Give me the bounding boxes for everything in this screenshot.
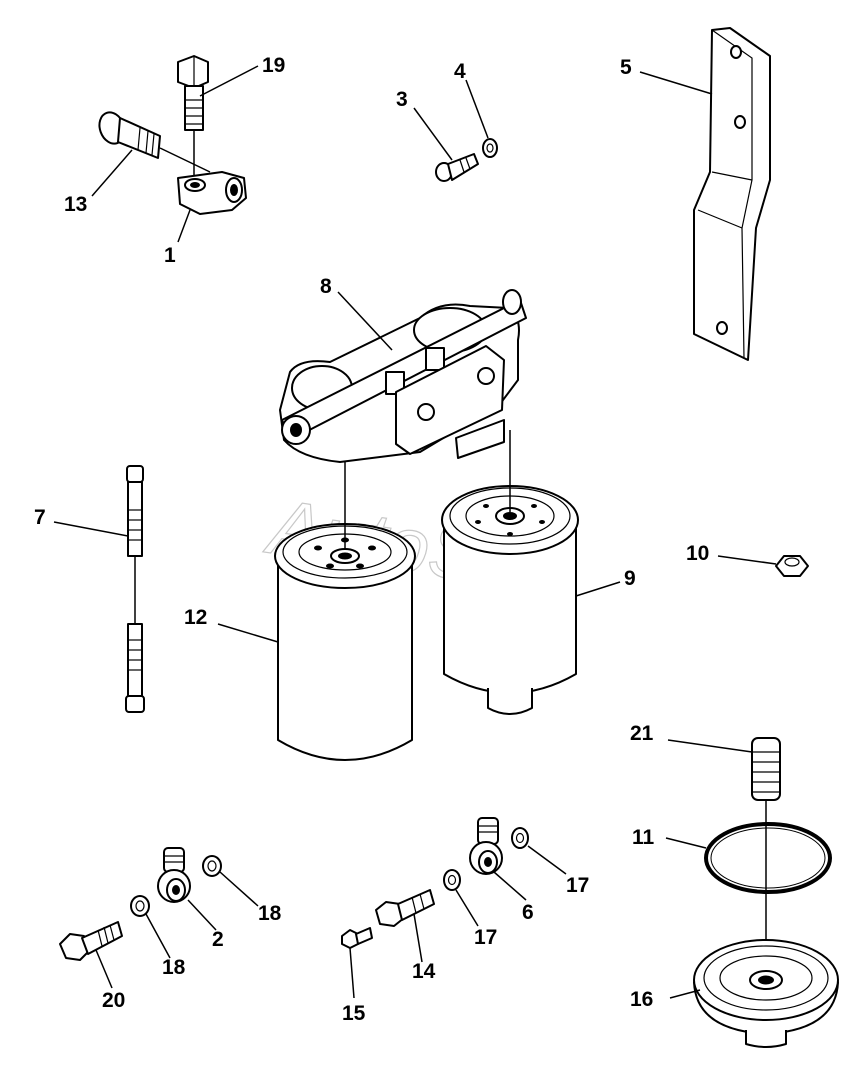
callout-7: 7 [34,506,46,529]
callout-17a: 17 [474,926,497,949]
callout-12: 12 [184,606,207,629]
callout-13: 13 [64,193,87,216]
part-13-bolt [98,111,211,173]
part-16-bowl [693,939,839,1048]
part-18-washer-b [130,895,150,917]
part-17-washer-b [511,827,529,849]
callout-18b: 18 [162,956,186,979]
callout-20: 20 [102,989,125,1012]
part-15-bolt [341,927,373,949]
part-9-filter [441,430,579,715]
callout-1: 1 [164,244,176,267]
callout-16: 16 [630,988,653,1011]
part-20-bolt [59,921,123,961]
callout-17b: 17 [566,874,589,897]
part-7-stud [125,465,145,713]
callout-10: 10 [686,542,709,565]
part-3-screw [435,153,479,182]
callout-15: 15 [342,1002,366,1025]
part-1-bracket [177,171,247,215]
callout-4: 4 [454,60,466,83]
leader-lines [53,65,777,999]
callout-3: 3 [396,88,408,111]
callout-5: 5 [620,56,632,79]
part-12-filter [274,462,416,761]
part-6-fitting [469,817,503,875]
callout-11: 11 [632,826,655,849]
part-17-washer-a [443,869,461,891]
callout-8: 8 [320,275,332,298]
part-11-o-ring [704,822,832,894]
callout-9: 9 [624,567,636,590]
callout-2: 2 [212,928,224,951]
callout-14: 14 [412,960,436,983]
part-2-fitting [157,847,191,903]
part-5-plate [693,27,771,361]
part-21-plug [751,737,781,960]
part-4-washer [482,138,498,158]
part-10-nut [775,555,809,577]
part-18-washer-a [202,855,222,877]
part-19-bolt [177,55,209,175]
callout-18a: 18 [258,902,282,925]
part-8-filter-head [279,289,527,463]
callout-19: 19 [262,54,285,77]
part-14-bolt [375,889,435,927]
callout-21: 21 [630,722,654,745]
callout-6: 6 [522,901,534,924]
